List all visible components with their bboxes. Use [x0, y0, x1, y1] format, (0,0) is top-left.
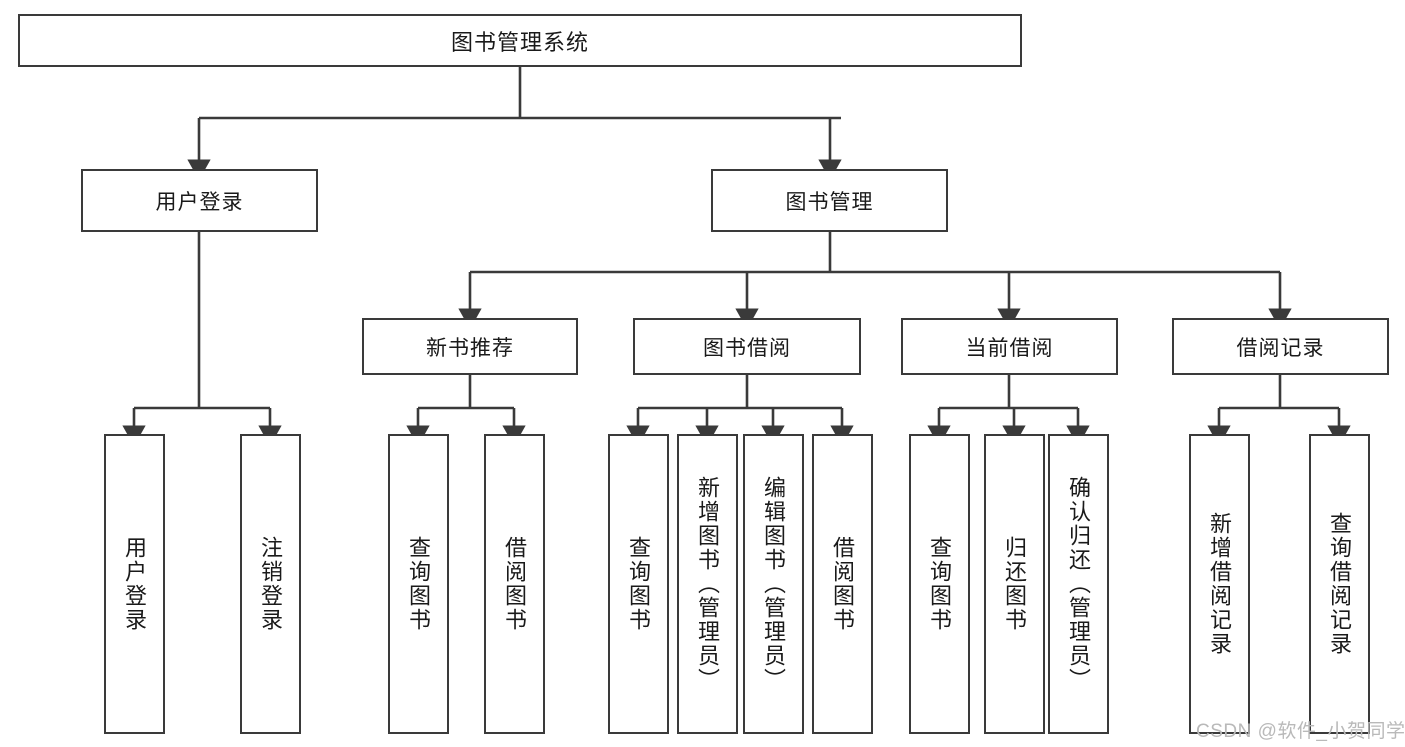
node-leaf[interactable]: 查询借阅记录	[1309, 434, 1370, 734]
node-leaf-label: 编辑图书（管理员）	[761, 476, 787, 692]
node-leaf-label: 确认归还（管理员）	[1066, 476, 1092, 692]
node-leaf-label: 查询图书	[927, 536, 953, 632]
node-level2-label: 图书管理	[785, 190, 874, 214]
node-level3[interactable]: 图书借阅	[633, 318, 861, 375]
node-leaf-label: 查询借阅记录	[1327, 512, 1353, 656]
node-leaf-label: 借阅图书	[830, 536, 856, 632]
node-leaf[interactable]: 查询图书	[909, 434, 970, 734]
node-leaf[interactable]: 新增图书（管理员）	[677, 434, 738, 734]
node-leaf[interactable]: 新增借阅记录	[1189, 434, 1250, 734]
node-leaf[interactable]: 查询图书	[388, 434, 449, 734]
node-level2[interactable]: 图书管理	[711, 169, 948, 232]
node-leaf-label: 注销登录	[258, 536, 284, 632]
node-leaf-label: 用户登录	[122, 536, 148, 632]
node-level3-label: 当前借阅	[965, 336, 1054, 360]
node-leaf[interactable]: 归还图书	[984, 434, 1045, 734]
node-level3-label: 图书借阅	[703, 336, 791, 360]
node-leaf[interactable]: 借阅图书	[484, 434, 545, 734]
node-leaf-label: 借阅图书	[502, 536, 528, 632]
node-leaf-label: 新增借阅记录	[1207, 512, 1233, 656]
node-leaf-label: 新增图书（管理员）	[695, 476, 721, 692]
node-level3[interactable]: 新书推荐	[362, 318, 578, 375]
node-leaf-label: 归还图书	[1002, 536, 1028, 632]
node-level3-label: 新书推荐	[426, 336, 514, 360]
node-leaf[interactable]: 查询图书	[608, 434, 669, 734]
node-level2-label: 用户登录	[155, 190, 244, 214]
node-leaf[interactable]: 借阅图书	[812, 434, 873, 734]
node-level2[interactable]: 用户登录	[81, 169, 318, 232]
node-leaf[interactable]: 用户登录	[104, 434, 165, 734]
node-leaf[interactable]: 注销登录	[240, 434, 301, 734]
node-level3-label: 借阅记录	[1236, 336, 1325, 360]
node-leaf[interactable]: 确认归还（管理员）	[1048, 434, 1109, 734]
node-level3[interactable]: 当前借阅	[901, 318, 1118, 375]
node-root-label: 图书管理系统	[450, 29, 589, 55]
watermark: CSDN @软件_小贺同学	[1196, 721, 1405, 742]
node-root[interactable]: 图书管理系统	[18, 14, 1022, 67]
node-leaf-label: 查询图书	[406, 536, 432, 632]
node-leaf[interactable]: 编辑图书（管理员）	[743, 434, 804, 734]
node-leaf-label: 查询图书	[626, 536, 652, 632]
node-level3[interactable]: 借阅记录	[1172, 318, 1389, 375]
